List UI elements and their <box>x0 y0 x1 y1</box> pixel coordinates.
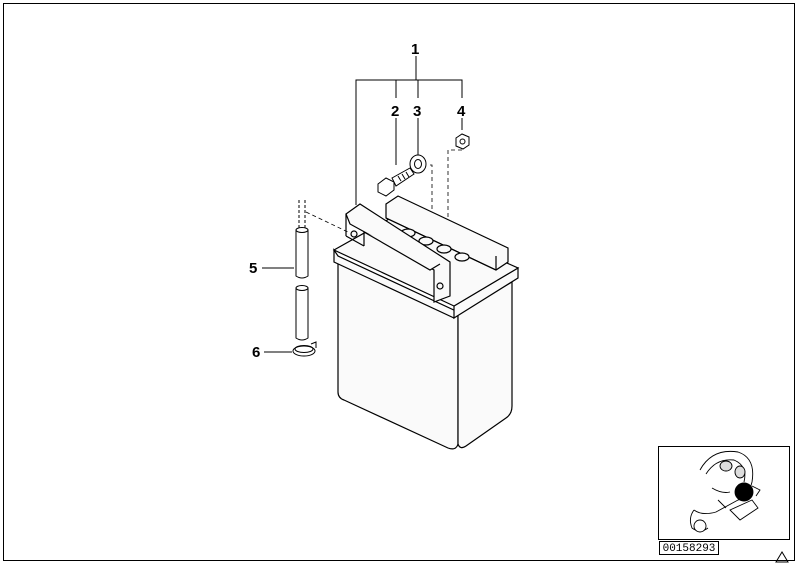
callout-6: 6 <box>252 344 261 361</box>
part-number-label: 00158293 <box>659 541 719 555</box>
bolt <box>377 167 415 197</box>
cell-cap <box>418 236 434 246</box>
hose-clamp <box>292 341 317 357</box>
callout-2: 2 <box>391 103 400 120</box>
battery-location-marker <box>734 482 754 502</box>
callout-4: 4 <box>457 103 466 120</box>
hose-dash <box>305 211 351 234</box>
callout-leaders <box>262 56 463 353</box>
hose-upper <box>295 229 309 279</box>
cell-cap <box>436 244 452 254</box>
battery <box>332 195 520 450</box>
location-inset <box>658 446 790 540</box>
bracket-1 <box>355 79 463 205</box>
nut <box>455 133 470 150</box>
battery-front-face <box>337 261 459 450</box>
bolt-shank <box>391 167 415 187</box>
scooter-roof <box>693 450 754 515</box>
washer-inner <box>414 159 422 169</box>
callout-5: 5 <box>249 260 258 277</box>
battery-side-face <box>457 280 513 449</box>
callout-3: 3 <box>413 103 422 120</box>
callout-1: 1 <box>411 41 420 58</box>
cell-cap <box>454 252 470 262</box>
battery-strap <box>345 203 451 303</box>
strap-hole <box>350 230 358 238</box>
hose-lower <box>295 287 309 341</box>
bolt-head <box>377 177 395 197</box>
diagram-frame <box>3 3 795 561</box>
scooter-thumbnail <box>689 450 761 533</box>
warning-triangle-icon <box>775 551 789 563</box>
strap-hole <box>436 282 444 290</box>
vent-hose <box>295 200 309 341</box>
washer <box>409 154 427 174</box>
